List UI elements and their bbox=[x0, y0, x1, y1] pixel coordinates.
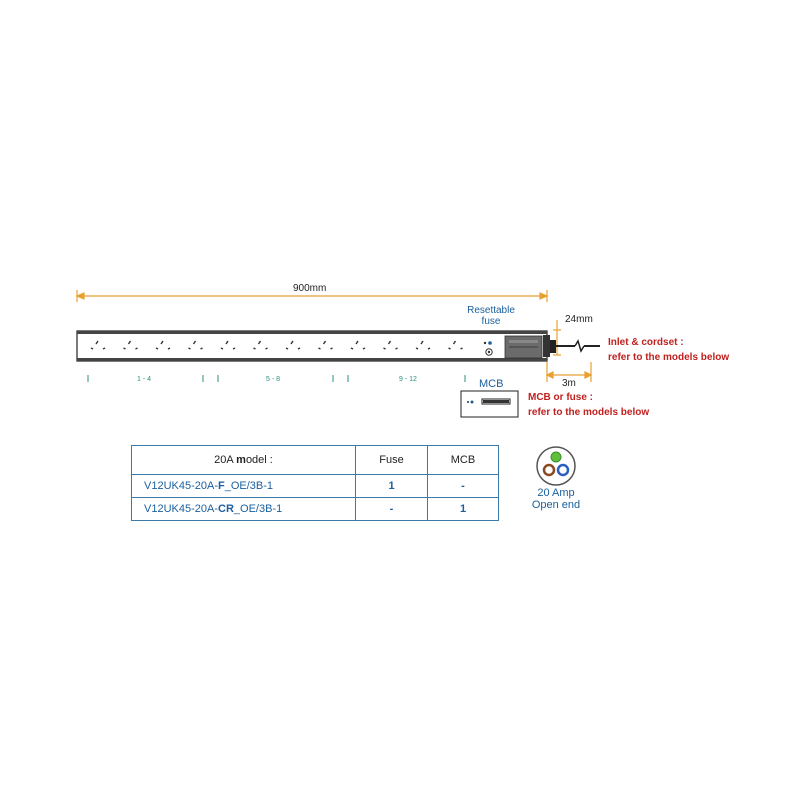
model-name: V12UK45-20A-CR_OE/3B-1 bbox=[131, 497, 356, 521]
fuse-qty: 1 bbox=[355, 474, 428, 498]
inlet-cordset-note: Inlet & cordset : refer to the models be… bbox=[608, 337, 730, 363]
socket-outlet-icon bbox=[415, 340, 431, 350]
socket-outlet-icon bbox=[123, 340, 138, 350]
mcb-module-drawing bbox=[460, 390, 519, 418]
socket-outlet-icon bbox=[318, 340, 333, 350]
mcb-fuse-note: MCB or fuse : refer to the models below bbox=[528, 392, 650, 418]
outlet-group-3: 9 - 12 bbox=[399, 376, 417, 383]
table-row: V12UK45-20A-CR_OE/3B-1 - 1 bbox=[131, 497, 499, 521]
socket-outlet-icon bbox=[285, 340, 301, 350]
socket-outlet-icon bbox=[253, 340, 268, 350]
resettable-fuse-callout: Resettable fuse bbox=[467, 305, 515, 327]
outlet-group-2: 5 - 8 bbox=[266, 376, 281, 383]
mcb-qty: - bbox=[427, 474, 499, 498]
socket-outlet-icon bbox=[448, 340, 463, 350]
cable-cross-section-icon bbox=[536, 446, 576, 486]
socket-outlet-icon bbox=[220, 340, 236, 350]
fuse-column-header: Fuse bbox=[355, 445, 428, 475]
width-label: 24mm bbox=[565, 314, 593, 325]
length-label: 900mm bbox=[293, 283, 327, 294]
cable-rating-label: 20 Amp Open end bbox=[531, 487, 581, 511]
socket-outlet-icon bbox=[350, 340, 366, 350]
mcb-column-header: MCB bbox=[427, 445, 499, 475]
model-name: V12UK45-20A-F_OE/3B-1 bbox=[131, 474, 356, 498]
model-table: 20A model : Fuse MCB V12UK45-20A-F_OE/3B… bbox=[131, 445, 499, 521]
mcb-callout-label: MCB bbox=[479, 378, 504, 390]
model-column-header: 20A model : bbox=[131, 445, 356, 475]
outlet-group-1: 1 - 4 bbox=[137, 376, 152, 383]
fuse-qty: - bbox=[355, 497, 428, 521]
mcb-qty: 1 bbox=[427, 497, 499, 521]
cord-length-label: 3m bbox=[562, 378, 576, 389]
table-row: V12UK45-20A-F_OE/3B-1 1 - bbox=[131, 474, 499, 498]
socket-outlet-icon bbox=[90, 340, 106, 350]
socket-outlet-icon bbox=[188, 340, 203, 350]
socket-outlet-icon bbox=[383, 340, 398, 350]
socket-outlet-icon bbox=[155, 340, 171, 350]
